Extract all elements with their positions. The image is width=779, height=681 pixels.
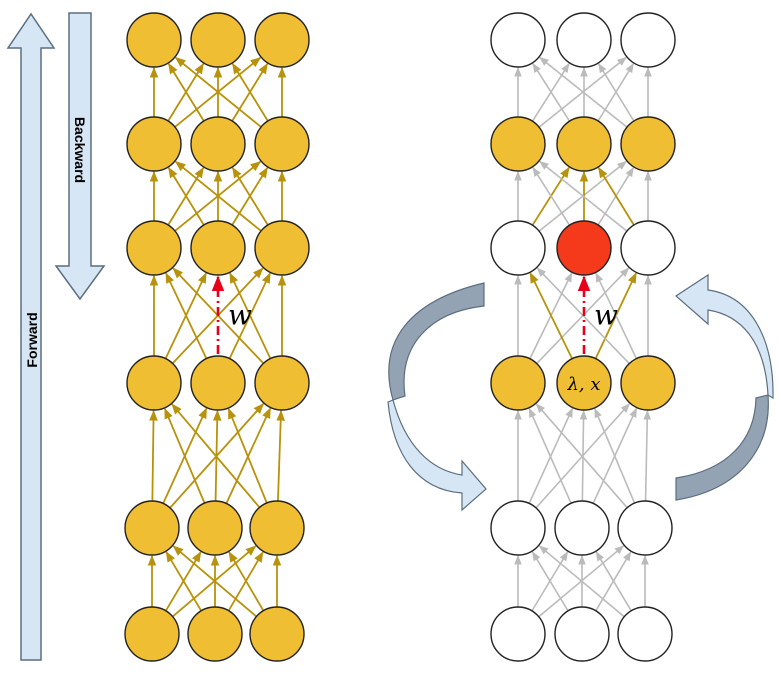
backward-arrow: Backward [54, 12, 106, 301]
left-node-active [126, 220, 182, 276]
right-edge [528, 407, 572, 504]
left-edge [165, 551, 202, 612]
left-curve-front [387, 399, 487, 512]
left-edge [167, 62, 205, 122]
left-node-active [254, 12, 310, 68]
left-edge [228, 551, 265, 612]
right-node-active [556, 116, 612, 172]
right-node-empty [490, 606, 546, 662]
left-node-active [254, 355, 310, 411]
right-node-empty [617, 606, 673, 662]
left-node-active [249, 606, 305, 662]
left-weight-label: w [228, 299, 252, 332]
right-node-active [556, 355, 612, 411]
right-node-empty [490, 220, 546, 276]
right-edge [597, 166, 635, 226]
right-edge [595, 272, 638, 359]
left-node-active [187, 500, 243, 556]
right-node-active [620, 116, 676, 172]
right-node-empty [617, 500, 673, 556]
forward-arrow: Forward [6, 12, 56, 661]
left-node-active [187, 606, 243, 662]
left-node-active [126, 116, 182, 172]
right-node-empty [620, 220, 676, 276]
right-edge [597, 63, 635, 122]
right-edge [539, 56, 628, 128]
left-edge [231, 62, 269, 122]
left-edge [229, 272, 272, 359]
forward-label: Forward [24, 312, 40, 367]
right-edge [535, 403, 628, 509]
right-curved-arrow [675, 273, 774, 501]
left-node-active [190, 116, 246, 172]
right-node-empty [554, 606, 610, 662]
left-edge [164, 407, 206, 504]
left-curve-back [388, 282, 485, 401]
left-node-active [249, 500, 305, 556]
right-edge [531, 551, 569, 612]
right-edge [594, 407, 636, 504]
backward-arrow-shape [54, 12, 106, 301]
right-node-empty [490, 12, 546, 68]
right-weight-label: w [594, 299, 618, 332]
forward-arrow-shape [6, 12, 56, 661]
right-curve-front [675, 273, 774, 400]
left-node-active [190, 220, 246, 276]
right-curve-back [675, 394, 769, 501]
left-node-active [254, 220, 310, 276]
right-node-empty [554, 500, 610, 556]
right-node-active [620, 355, 676, 411]
left-edge [172, 545, 257, 618]
left-edge [227, 407, 268, 504]
right-edge [532, 62, 571, 122]
left-node-active [190, 12, 246, 68]
left-curved-arrow [387, 282, 487, 512]
left-node-active [254, 116, 310, 172]
highlight-node-label: λ, x [566, 374, 600, 395]
left-edge [231, 166, 269, 226]
right-node-active [490, 355, 546, 411]
left-edge [149, 409, 158, 502]
right-node-empty [490, 500, 546, 556]
left-edge [165, 272, 208, 359]
left-node-active [190, 355, 246, 411]
left-node-active [126, 12, 182, 68]
left-edge [171, 403, 261, 508]
right-edge [538, 545, 625, 618]
left-node-active [124, 606, 180, 662]
right-edge [595, 551, 632, 612]
left-edge [276, 409, 286, 502]
left-edge [174, 160, 262, 232]
left-node-active [124, 500, 180, 556]
right-edge [539, 160, 628, 232]
right-edge [529, 272, 573, 360]
right-node-highlight [556, 220, 612, 276]
backward-label: Backward [72, 117, 88, 183]
right-node-empty [620, 12, 676, 68]
left-edge [167, 166, 205, 226]
left-edge [174, 56, 262, 128]
left-node-active [126, 355, 182, 411]
right-node-active [490, 116, 546, 172]
right-node-empty [556, 12, 612, 68]
right-edge [532, 166, 571, 226]
right-edge [643, 410, 652, 502]
